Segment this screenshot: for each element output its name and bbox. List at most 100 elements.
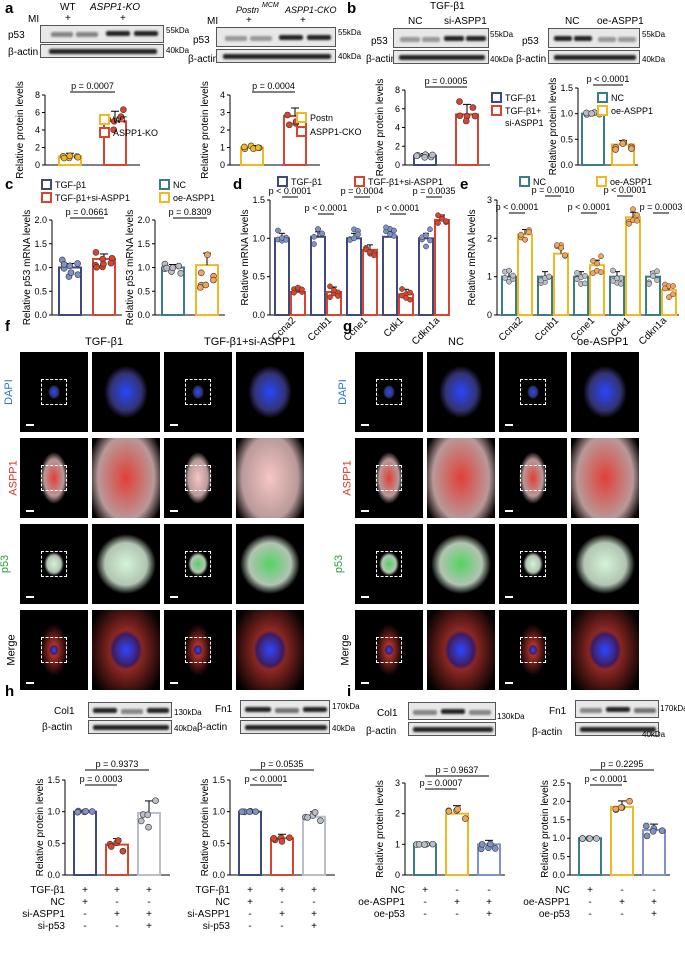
panel-label-g: g	[343, 318, 353, 335]
legend-aspp1-ko: ASPP1-KO	[113, 128, 158, 138]
p-value: p < 0.0001	[585, 774, 628, 784]
micrograph	[164, 610, 232, 690]
micrograph	[499, 438, 567, 518]
data-point	[610, 267, 616, 274]
blot-kda-55: 55kDa	[490, 30, 514, 39]
data-point	[643, 832, 651, 840]
legend-tgf: TGF-β1	[505, 93, 536, 103]
p-value: p < 0.0001	[568, 202, 611, 212]
blot-label-aspp1-cko: ASPP1-CKO	[285, 5, 337, 15]
data-point	[299, 286, 305, 293]
data-point	[367, 249, 373, 255]
p-value: p < 0.0001	[377, 203, 420, 213]
condition-value: -	[147, 897, 150, 908]
condition-label: NC	[391, 885, 405, 896]
legend-nc: NC	[173, 180, 186, 190]
bar	[382, 235, 398, 316]
zoom-box	[41, 465, 67, 491]
data-point	[590, 258, 596, 264]
scale-bar	[505, 424, 513, 426]
condition-value: -	[83, 909, 86, 920]
data-point	[92, 249, 100, 256]
p-value: p = 0.0535	[261, 759, 304, 769]
data-point	[331, 287, 337, 294]
legend-swatch	[597, 105, 608, 116]
data-point	[144, 811, 152, 819]
micrograph	[355, 438, 423, 518]
data-point	[284, 111, 291, 119]
data-point	[588, 110, 595, 117]
blot-kda-40: 40kDa	[174, 724, 198, 733]
legend-swatch	[277, 176, 288, 187]
data-point	[634, 217, 640, 224]
bar	[238, 810, 262, 877]
data-point	[351, 235, 357, 242]
data-point	[612, 805, 620, 813]
scale-bar	[505, 510, 513, 512]
western-blot-col1	[88, 702, 172, 718]
data-point	[145, 823, 152, 831]
data-point	[137, 817, 145, 825]
data-point	[670, 291, 676, 298]
micrograph	[571, 438, 639, 518]
micrograph	[92, 610, 160, 690]
condition-value: +	[146, 885, 152, 896]
data-point	[462, 117, 470, 125]
y-tick-label: 8	[395, 85, 400, 95]
p-value: p = 0.0035	[413, 186, 456, 196]
y-axis-label: Relative p53 mRNA levels	[22, 210, 33, 326]
condition-label: oe-p53	[539, 909, 571, 920]
condition-value: -	[652, 885, 655, 896]
data-point	[630, 206, 636, 213]
condition-value: +	[146, 909, 152, 920]
blot-kda-55: 55kDa	[642, 30, 666, 39]
data-point	[421, 154, 429, 161]
zoom-box	[520, 465, 546, 491]
y-tick-label: 1.0	[137, 263, 150, 273]
data-point	[478, 841, 486, 848]
condition-label: NC	[51, 897, 65, 908]
blot-kda-130: 130kDa	[174, 708, 202, 717]
data-point	[469, 104, 477, 111]
micrograph	[236, 438, 304, 518]
data-point	[74, 153, 82, 161]
condition-value: +	[422, 885, 428, 896]
panel-label-f: f	[5, 318, 10, 335]
legend-aspp1-cko: ASPP1-CKO	[310, 127, 362, 137]
data-point	[285, 121, 293, 129]
western-blot-col1	[408, 702, 496, 720]
x-tick-label: Ccna2	[497, 315, 526, 344]
data-point	[491, 845, 499, 852]
y-tick-label: 0.5	[47, 838, 60, 848]
data-point	[429, 840, 437, 848]
p-value: p = 0.9373	[96, 759, 139, 769]
micrograph	[164, 438, 232, 518]
p-value: p < 0.0001	[305, 203, 348, 213]
data-point	[634, 212, 640, 218]
condition-value: -	[588, 909, 591, 920]
condition-label: si-p53	[203, 921, 231, 932]
x-tick-label: Cdkn1a	[410, 315, 442, 347]
y-tick-label: 0.0	[212, 870, 225, 880]
micrograph	[427, 524, 495, 604]
scale-bar	[361, 424, 369, 426]
data-point	[315, 226, 321, 232]
condition-label: si-ASPP1	[22, 909, 65, 920]
bar	[517, 233, 533, 316]
legend-nc: NC	[611, 93, 624, 103]
blot-plus: +	[65, 13, 71, 24]
data-point	[117, 113, 125, 121]
micrograph	[427, 352, 495, 432]
condition-value: +	[651, 897, 657, 908]
data-point	[487, 840, 494, 848]
data-point	[66, 262, 74, 270]
y-tick-label: 0.0	[34, 310, 47, 320]
blot-label-si-aspp1: si-ASPP1	[444, 16, 487, 27]
legend-swatch	[354, 176, 365, 187]
blot-label-bactin: β-actin	[188, 54, 219, 65]
data-point	[594, 260, 600, 267]
data-point	[650, 273, 656, 279]
legend-tgf: TGF-β1	[55, 180, 86, 190]
zoom-box	[376, 637, 402, 663]
data-point	[110, 117, 118, 125]
